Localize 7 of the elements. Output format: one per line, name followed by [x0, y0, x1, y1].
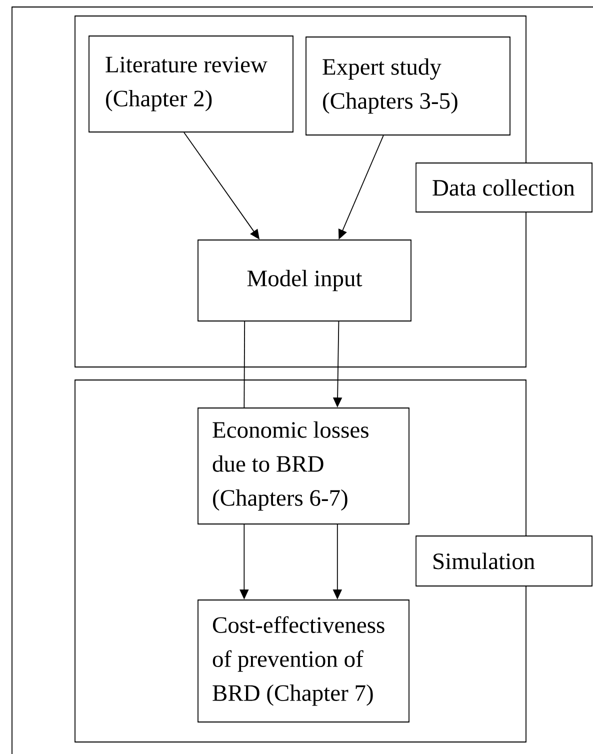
process-box: Model input — [198, 240, 412, 322]
process-box: Economic losses due to BRD (Chapters 6-7) — [198, 408, 410, 524]
process-box: Cost-effectiveness of prevention of BRD (Chapter 7) — [198, 600, 410, 722]
process-box: Literature review (Chapter 2) — [88, 36, 294, 132]
section-label: Data collection — [416, 162, 592, 212]
process-box: Expert study (Chapters 3-5) — [306, 36, 510, 136]
section-label: Simulation — [416, 536, 592, 586]
